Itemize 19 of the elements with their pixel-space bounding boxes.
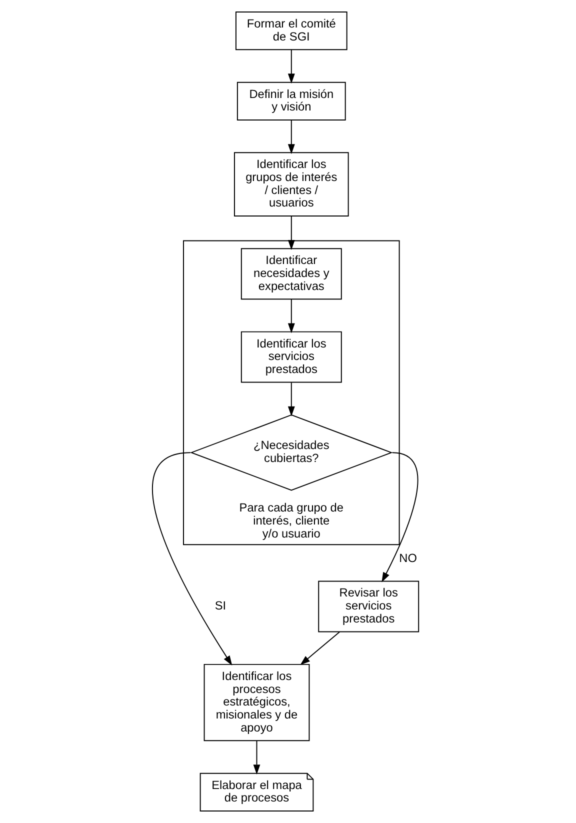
edge-label: SI: [214, 598, 226, 613]
arrow: [287, 382, 294, 416]
arrow: [381, 452, 418, 582]
arrow: [300, 631, 340, 666]
node-box: Identificar los procesos estratégicos, misionales y de apoyo: [203, 664, 310, 742]
arrow: [287, 216, 294, 250]
arrow: [287, 49, 294, 84]
node-box: Identificar los servicios prestados: [240, 331, 342, 383]
node-box: Formar el comité de SGI: [234, 12, 347, 50]
node-box: Identificar necesidades y expectativas: [240, 248, 342, 300]
arrow: [287, 298, 294, 334]
node-box: Revisar los servicios prestados: [318, 580, 419, 632]
arrow: [252, 740, 260, 775]
node-box: Identificar los grupos de interés / clientes / usuarios: [233, 152, 348, 216]
edge-label: NO: [398, 551, 416, 566]
arrow: [287, 120, 294, 154]
node-box: Definir la misión y visión: [236, 82, 346, 120]
node-diamond: ¿Necesidades cubiertas?: [190, 414, 392, 491]
arrow: [151, 452, 232, 666]
